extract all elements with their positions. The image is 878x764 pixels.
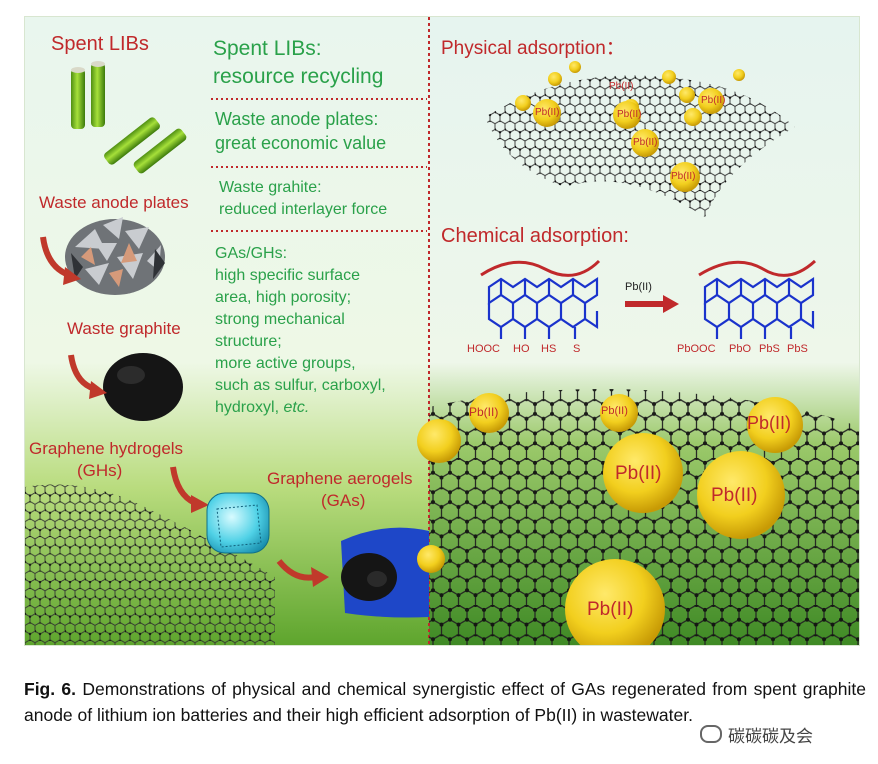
etc-text: etc. [283,399,310,416]
pb-label: Pb(II) [609,81,634,92]
pb-label-large: Pb(II) [601,405,628,417]
property-line: GAs/GHs: [215,245,288,262]
great-economic-value-text: great economic value [215,133,387,153]
figure-label: Fig. 6. [24,679,77,699]
large-pb-spheres [417,393,803,645]
pb-label: Pb(II) [701,95,726,106]
chemical-adsorption-title: Chemical adsorption: [441,225,629,247]
physical-adsorption-title: Physical adsorption： [441,38,625,59]
group-hs: HS [541,343,557,355]
figure-caption: Fig. 6. Demonstrations of physical and c… [24,676,866,728]
group-s: S [573,343,581,355]
caption-text: Demonstrations of physical and chemical … [24,679,866,725]
pb-label-large: Pb(II) [711,485,758,506]
pb-label: Pb(II) [535,107,560,118]
chemical-structure-after [703,276,815,339]
figure-background [25,17,859,645]
group-pbs: PbS [759,343,780,355]
waste-graphite-label: Waste graphite [67,319,181,338]
chemical-structure-before [487,276,599,339]
pb-label-large: Pb(II) [587,599,634,620]
property-line: high specific surface [215,267,360,284]
pb-label: Pb(II) [633,137,658,148]
group-hooc: HOOC [467,343,500,355]
property-line: structure; [215,333,282,350]
pb-label-large: Pb(II) [615,463,662,484]
property-line-last: hydroxyl, etc. [215,397,415,419]
pb-label: Pb(II) [617,109,642,120]
gas-label: (GAs) [321,491,366,510]
property-line: area, high porosity; [215,289,352,306]
pb-label-large: Pb(II) [747,413,792,433]
wechat-icon [700,725,722,743]
spent-libs-label: Spent LIBs [51,33,149,55]
property-text: hydroxyl, [215,399,284,416]
pb-label: Pb(II) [671,171,696,182]
resource-recycling-text: resource recycling [213,65,384,88]
property-line: such as sulfur, carboxyl, [215,377,386,394]
graphene-aerogels-label: Graphene aerogels [267,469,413,488]
ghs-label: (GHs) [77,461,123,480]
watermark: 碳碳碳及会 [700,720,868,748]
group-ho: HO [513,343,530,355]
reaction-arrow-label: Pb(II) [625,281,652,293]
waste-anode-plates-label: Waste anode plates [39,193,189,212]
waste-anode-heading: Waste anode plates: [215,109,379,129]
battery-image [71,61,187,174]
reduced-interlayer-force-text: reduced interlayer force [219,201,388,218]
waste-graphite-heading: Waste grahite: [219,179,322,196]
anode-plates-image [65,217,165,295]
figure-panel: Spent LIBs Waste anode plates Waste grap… [24,16,860,646]
group-pbs: PbS [787,343,808,355]
graphene-hydrogels-label: Graphene hydrogels [29,439,184,458]
pb-label-large: Pb(II) [469,405,499,419]
property-line: strong mechanical [215,311,345,328]
watermark-text: 碳碳碳及会 [728,726,813,746]
spent-libs-heading: Spent LIBs: [213,37,322,60]
small-pb-spheres [515,61,745,192]
gas-ghs-properties: GAs/GHs: high specific surface area, hig… [215,243,415,419]
group-pbo: PbO [729,343,752,355]
group-pbooc: PbOOC [677,343,716,355]
property-line: more active groups, [215,355,356,372]
